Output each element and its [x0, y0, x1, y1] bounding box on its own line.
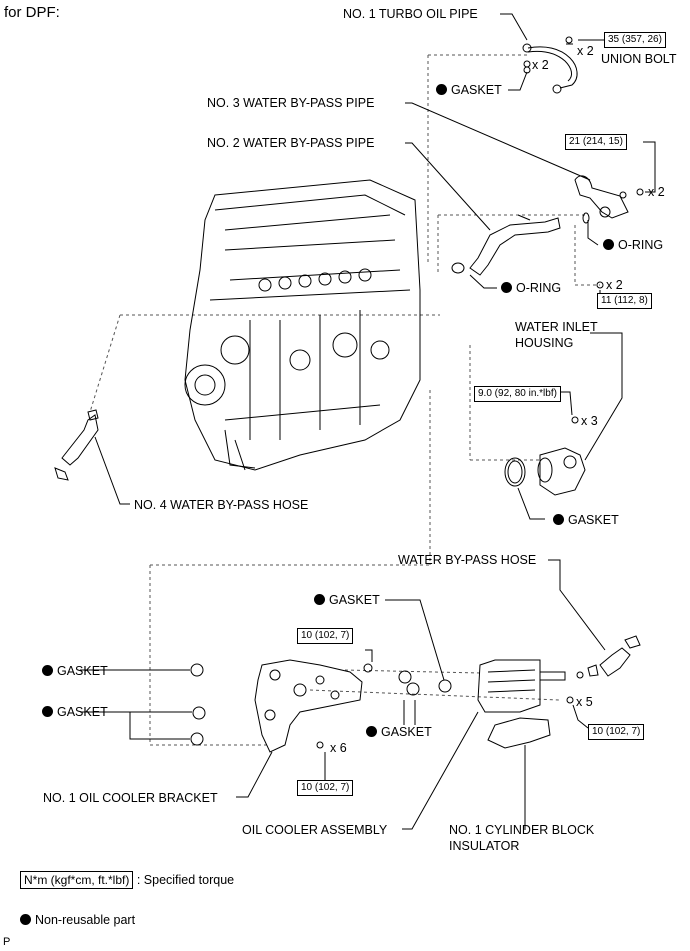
label-gasket-top-text: GASKET [451, 83, 502, 97]
label-gasket-inlet: GASKET [553, 513, 619, 527]
nonreusable-dot-icon [20, 914, 31, 925]
nonreusable-dot-icon [42, 706, 53, 717]
qty-inlet-housing: x 3 [581, 414, 598, 428]
nonreusable-dot-icon [553, 514, 564, 525]
label-gasket-left1-text: GASKET [57, 664, 108, 678]
no4-hose-drawing [54, 409, 99, 481]
label-no2-water-bypass-pipe: NO. 2 WATER BY-PASS PIPE [207, 136, 375, 150]
water-bypass-hose-drawing [587, 635, 641, 677]
left-gaskets-drawing [190, 663, 206, 746]
footer-code: P [3, 936, 11, 948]
no2-pipe-drawing [451, 212, 604, 289]
water-inlet-housing-drawing [504, 416, 586, 496]
legend-torque: N*m (kgf*cm, ft.*lbf) : Specified torque [20, 871, 235, 889]
legend-torque-box: N*m (kgf*cm, ft.*lbf) [20, 871, 134, 889]
engine-block [184, 179, 421, 471]
page-title: for DPF: [4, 4, 60, 21]
nonreusable-dot-icon [436, 84, 447, 95]
qty-cooler-bolts: x 5 [576, 695, 593, 709]
nonreusable-dot-icon [501, 282, 512, 293]
label-no3-water-bypass-pipe: NO. 3 WATER BY-PASS PIPE [207, 96, 375, 110]
legend-torque-text: : Specified torque [136, 873, 235, 887]
label-turbo-oil-pipe: NO. 1 TURBO OIL PIPE [343, 7, 478, 21]
torque-cooler-bolt: 10 (102, 7) [588, 724, 645, 740]
label-oring-right-text: O-RING [618, 238, 664, 252]
nonreusable-dot-icon [42, 665, 53, 676]
label-cylinder-block-insulator-2: INSULATOR [449, 839, 520, 853]
label-oil-cooler-assembly: OIL COOLER ASSEMBLY [242, 823, 388, 837]
nonreusable-dot-icon [603, 239, 614, 250]
label-gasket-cooler-text: GASKET [381, 725, 432, 739]
legend-nonreusable-text: Non-reusable part [35, 913, 136, 927]
torque-inlet-housing: 9.0 (92, 80 in.*lbf) [474, 386, 561, 402]
qty-union-bolt: x 2 [577, 44, 594, 58]
label-gasket-mid-text: GASKET [329, 593, 380, 607]
leader-lines [80, 13, 656, 830]
legend-nonreusable: Non-reusable part [20, 913, 135, 927]
torque-pipe-bolt-low: 11 (112, 8) [597, 293, 652, 309]
label-oil-cooler-bracket: NO. 1 OIL COOLER BRACKET [43, 791, 218, 805]
label-oring-left-text: O-RING [516, 281, 562, 295]
label-gasket-left1: GASKET [42, 664, 108, 678]
label-water-inlet-housing-2: HOUSING [515, 336, 574, 350]
label-no4-water-bypass-hose: NO. 4 WATER BY-PASS HOSE [134, 498, 309, 512]
label-oring-right: O-RING [603, 238, 663, 252]
torque-union-bolt: 35 (357, 26) [604, 32, 666, 48]
oil-cooler-bracket-drawing [254, 659, 373, 753]
label-water-inlet-housing-1: WATER INLET [515, 320, 598, 334]
label-gasket-left2-text: GASKET [57, 705, 108, 719]
oil-cooler-drawing [477, 659, 584, 713]
label-oring-left: O-RING [501, 281, 561, 295]
cooler-gaskets-drawing [398, 670, 452, 696]
label-gasket-left2: GASKET [42, 705, 108, 719]
qty-bracket-bolts: x 6 [330, 741, 347, 755]
label-union-bolt: UNION BOLT [601, 52, 677, 66]
insulator-drawing [487, 717, 551, 749]
label-gasket-mid: GASKET [314, 593, 380, 607]
torque-bracket-top: 10 (102, 7) [297, 628, 354, 644]
nonreusable-dot-icon [314, 594, 325, 605]
nonreusable-dot-icon [366, 726, 377, 737]
no3-pipe-drawing [574, 175, 644, 219]
label-water-bypass-hose: WATER BY-PASS HOSE [398, 553, 537, 567]
label-cylinder-block-insulator-1: NO. 1 CYLINDER BLOCK [449, 823, 595, 837]
qty-gasket-top: x 2 [532, 58, 549, 72]
turbo-oil-pipe-drawing [522, 36, 578, 94]
qty-pipe-bolt-top: x 2 [648, 185, 665, 199]
label-gasket-cooler: GASKET [366, 725, 432, 739]
qty-pipe-bolt-low: x 2 [606, 278, 623, 292]
torque-bracket-bottom: 10 (102, 7) [297, 780, 354, 796]
label-gasket-top: GASKET [436, 83, 502, 97]
label-gasket-inlet-text: GASKET [568, 513, 619, 527]
torque-pipe-bolt-top: 21 (214, 15) [565, 134, 627, 150]
